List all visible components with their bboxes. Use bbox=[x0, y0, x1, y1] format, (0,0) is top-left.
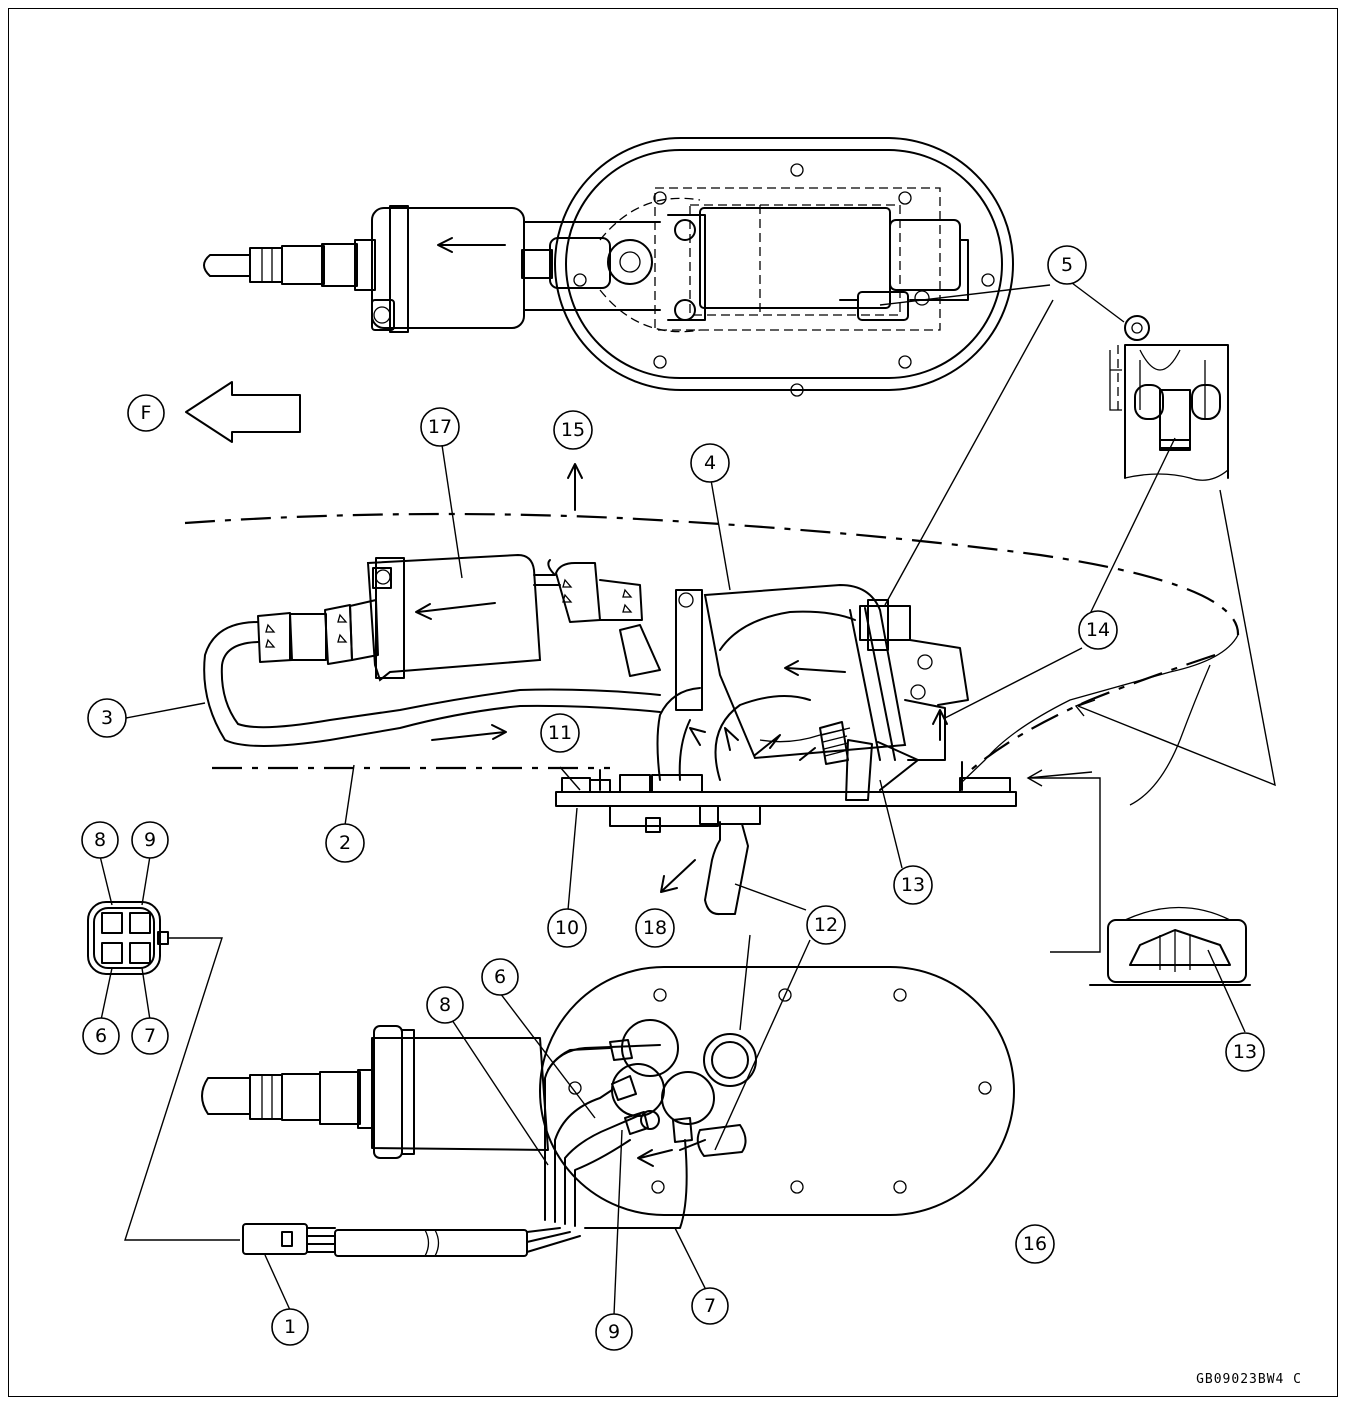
svg-text:11: 11 bbox=[548, 722, 572, 744]
callout-17: 17 bbox=[420, 407, 460, 447]
callout-13-lower: 13 bbox=[1225, 1032, 1265, 1072]
callout-2: 2 bbox=[325, 823, 365, 863]
side-view-installed bbox=[184, 463, 1240, 916]
svg-text:7: 7 bbox=[704, 1295, 716, 1317]
svg-text:10: 10 bbox=[555, 917, 579, 939]
svg-text:13: 13 bbox=[901, 874, 925, 896]
svg-text:9: 9 bbox=[144, 829, 156, 851]
svg-text:18: 18 bbox=[643, 917, 667, 939]
svg-text:13: 13 bbox=[1233, 1041, 1257, 1063]
detail-clamp-view bbox=[1109, 315, 1229, 481]
forward-label: F bbox=[141, 402, 152, 424]
svg-text:16: 16 bbox=[1023, 1233, 1047, 1255]
svg-text:6: 6 bbox=[494, 966, 506, 988]
callout-8-connector: 8 bbox=[81, 821, 119, 859]
callout-1: 1 bbox=[271, 1308, 309, 1346]
svg-text:14: 14 bbox=[1086, 619, 1110, 641]
callout-14: 14 bbox=[1078, 610, 1118, 650]
svg-text:8: 8 bbox=[94, 829, 106, 851]
top-view-pump-assembly bbox=[203, 137, 1014, 397]
callout-6-connector: 6 bbox=[82, 1017, 120, 1055]
svg-text:17: 17 bbox=[428, 416, 452, 438]
drawing-frame bbox=[8, 8, 1338, 1397]
svg-text:5: 5 bbox=[1061, 254, 1073, 276]
forward-direction-indicator bbox=[185, 381, 301, 443]
callout-11: 11 bbox=[540, 713, 580, 753]
callout-12: 12 bbox=[806, 905, 846, 945]
callout-7: 7 bbox=[691, 1287, 729, 1325]
callout-7-connector: 7 bbox=[131, 1017, 169, 1055]
callout-9-connector: 9 bbox=[131, 821, 169, 859]
svg-text:7: 7 bbox=[144, 1025, 156, 1047]
svg-text:8: 8 bbox=[439, 994, 451, 1016]
callout-8: 8 bbox=[426, 986, 464, 1024]
svg-text:12: 12 bbox=[814, 914, 838, 936]
callout-4: 4 bbox=[690, 443, 730, 483]
callout-15: 15 bbox=[553, 410, 593, 450]
connector-terminal-layout bbox=[87, 901, 240, 1241]
callout-18: 18 bbox=[635, 908, 675, 948]
svg-text:2: 2 bbox=[339, 832, 351, 854]
svg-text:1: 1 bbox=[284, 1316, 296, 1338]
bottom-view-pump-assembly bbox=[201, 966, 1015, 1257]
callout-16: 16 bbox=[1015, 1224, 1055, 1264]
figure-code: GB09023BW4 C bbox=[1196, 1372, 1302, 1387]
svg-text:3: 3 bbox=[101, 707, 113, 729]
detail-bracket-view bbox=[1089, 906, 1251, 986]
callout-3: 3 bbox=[87, 698, 127, 738]
svg-text:4: 4 bbox=[704, 452, 716, 474]
callout-6: 6 bbox=[481, 958, 519, 996]
svg-text:6: 6 bbox=[95, 1025, 107, 1047]
callout-13-upper: 13 bbox=[893, 865, 933, 905]
callout-10: 10 bbox=[547, 908, 587, 948]
callout-5: 5 bbox=[1047, 245, 1087, 285]
leader-lines bbox=[99, 279, 1276, 1316]
svg-text:9: 9 bbox=[608, 1321, 620, 1343]
callout-F: F bbox=[127, 394, 165, 432]
svg-text:15: 15 bbox=[561, 419, 585, 441]
callout-9: 9 bbox=[595, 1313, 633, 1351]
